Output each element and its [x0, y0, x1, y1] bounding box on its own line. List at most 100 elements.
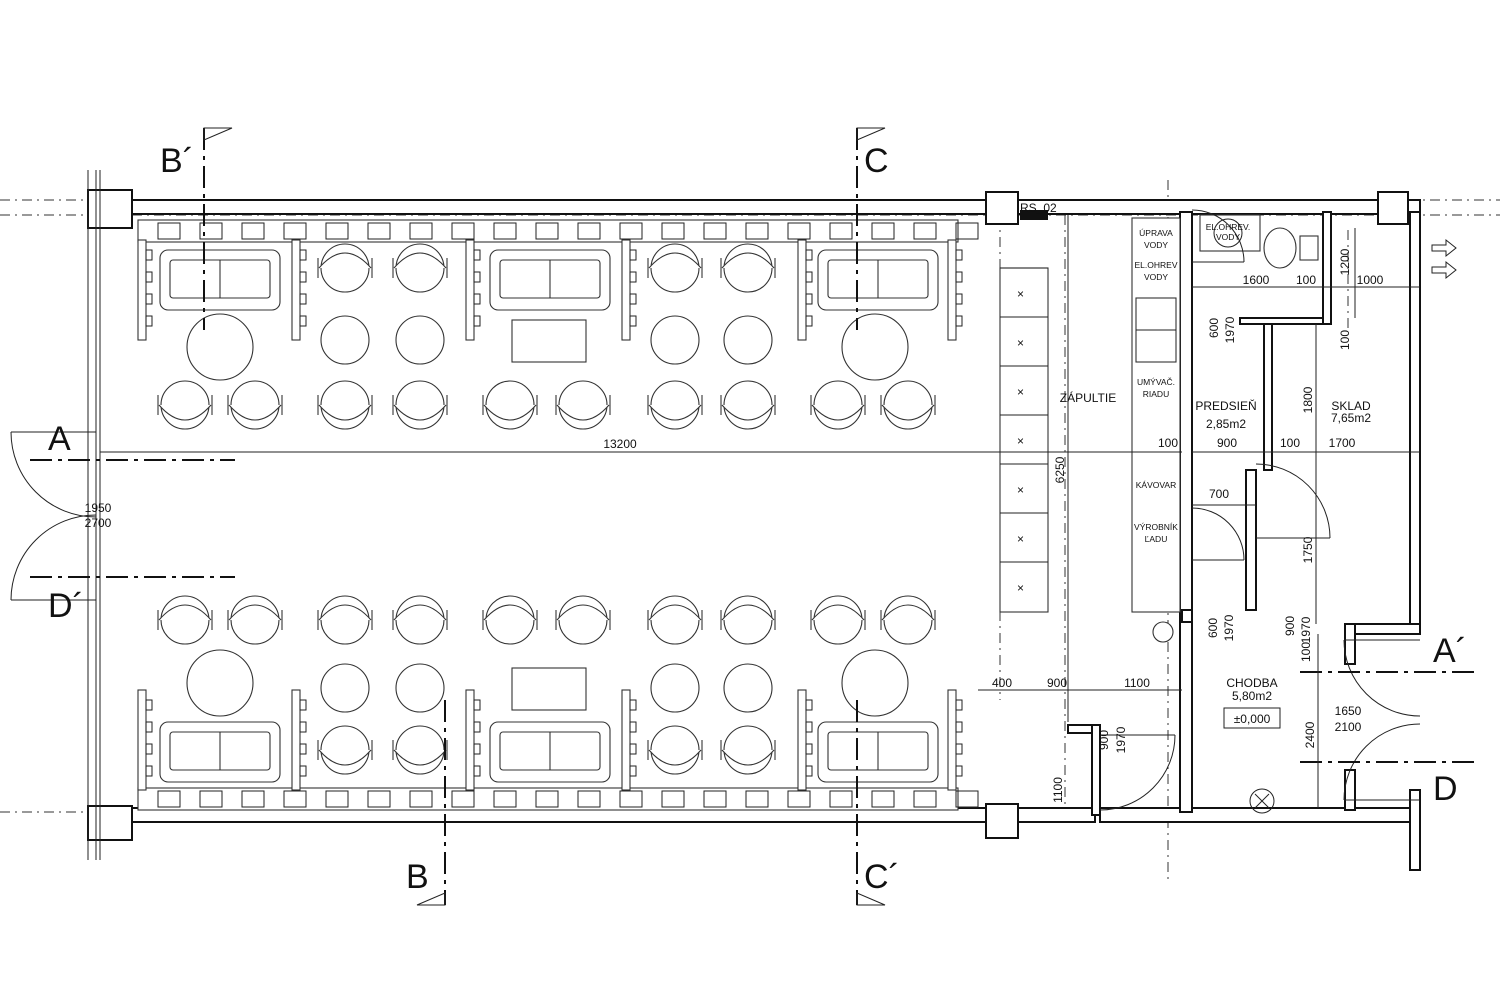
sofa-icon: [817, 249, 939, 311]
bar-stool-mark: ×: [1017, 581, 1024, 595]
armchair-icon: [810, 380, 866, 430]
armchair-icon: [720, 380, 776, 430]
section-lines: [30, 127, 1478, 906]
round-table-icon: [650, 315, 700, 365]
entrance-door: [10, 431, 97, 518]
dimension-d1100a: 1100: [1124, 676, 1150, 690]
round-table-icon: [395, 315, 445, 365]
armchair-icon: [157, 380, 213, 430]
dimension-d900b: 900: [1283, 616, 1297, 636]
armchair-icon: [720, 725, 776, 775]
furniture: [137, 219, 979, 811]
sofa-icon: [489, 249, 611, 311]
dimension-d1950: 1950: [85, 501, 112, 515]
water-heater: [1199, 214, 1261, 252]
door-swing-icon: [1191, 507, 1245, 561]
dimension-d600b: 600: [1206, 618, 1220, 638]
counter-label-uprava-vody: ÚPRAVA: [1139, 228, 1173, 238]
floor-drain-icon: [1249, 788, 1275, 814]
planter: [621, 239, 637, 341]
planter: [465, 689, 481, 791]
bar-stool-mark: ×: [1017, 532, 1024, 546]
round-table-icon: [723, 663, 773, 713]
dimension-d100d: 100: [1280, 436, 1300, 450]
section-label-c-prime: C´: [864, 858, 900, 896]
round-table-icon: [841, 649, 909, 717]
room-name-zapultie: ZÁPULTIE: [1060, 390, 1116, 405]
room-name-chodba: CHODBA: [1226, 676, 1277, 690]
section-label-d-prime: D´: [48, 587, 84, 625]
armchair-icon: [647, 595, 703, 645]
round-table-icon: [723, 315, 773, 365]
exit-arrow-icon: [1431, 260, 1457, 280]
entrance-door: [10, 514, 97, 601]
floor-level: ±0,000: [1234, 712, 1271, 726]
bar-front: [999, 267, 1049, 613]
section-arrow-icon: [856, 127, 886, 141]
toilet-icon: [1263, 227, 1297, 269]
planter: [947, 239, 963, 341]
heater-label: EL.OHREV.: [1206, 222, 1251, 232]
round-table-icon: [320, 663, 370, 713]
armchair-icon: [317, 243, 373, 293]
section-arrow-icon: [856, 892, 886, 906]
section-label-b: B: [406, 858, 429, 896]
armchair-icon: [157, 595, 213, 645]
dimension-d400: 400: [992, 676, 1012, 690]
planter: [137, 689, 153, 791]
dimension-d700: 700: [1209, 487, 1229, 501]
armchair-icon: [720, 595, 776, 645]
dimension-d1750: 1750: [1301, 536, 1315, 563]
dimension-d1970b: 1970: [1222, 614, 1236, 641]
dimension-d6250: 6250: [1053, 456, 1067, 483]
armchair-icon: [392, 243, 448, 293]
bar-stool-mark: ×: [1017, 336, 1024, 350]
armchair-icon: [227, 595, 283, 645]
armchair-icon: [317, 595, 373, 645]
armchair-icon: [720, 243, 776, 293]
counter-label-el-ohrev-vody: VODY: [1144, 272, 1168, 282]
dimension-d100a: 100: [1296, 273, 1316, 287]
planter: [947, 689, 963, 791]
armchair-icon: [647, 380, 703, 430]
room-area-chodba: 5,80m2: [1232, 689, 1272, 703]
armchair-icon: [647, 725, 703, 775]
armchair-icon: [227, 380, 283, 430]
dimension-lines: [100, 215, 1420, 808]
dimension-d1970d: 1970: [1114, 726, 1128, 753]
planter: [797, 239, 813, 341]
bar-stool-mark: ×: [1017, 483, 1024, 497]
round-table-icon: [395, 663, 445, 713]
armchair-icon: [317, 725, 373, 775]
doors: [10, 209, 1457, 814]
planter: [621, 689, 637, 791]
dimension-d100b: 100: [1338, 330, 1352, 350]
exit-door: [1343, 639, 1421, 717]
section-label-c: C: [864, 142, 889, 180]
armchair-icon: [392, 595, 448, 645]
section-arrow-icon: [203, 127, 233, 141]
room-area-sklad: 7,65m2: [1331, 411, 1371, 425]
section-arrow-icon: [416, 892, 446, 906]
dimension-d900c: 900: [1047, 676, 1067, 690]
bench: [137, 219, 979, 243]
door-swing-icon: [1255, 463, 1331, 539]
exit-arrow-icon: [1431, 238, 1457, 258]
armchair-icon: [555, 380, 611, 430]
armchair-icon: [317, 380, 373, 430]
sofa-icon: [159, 721, 281, 783]
planter: [465, 239, 481, 341]
wc-door: [1191, 209, 1245, 263]
armchair-icon: [392, 380, 448, 430]
armchair-icon: [555, 595, 611, 645]
counter-label-el-ohrev-vody: EL.OHREV: [1135, 260, 1178, 270]
rect-table-icon: [511, 319, 587, 363]
planter: [291, 239, 307, 341]
counter-label-umyvac-riadu: UMÝVAČ.: [1137, 377, 1175, 387]
round-table-icon: [320, 315, 370, 365]
dimension-d1800: 1800: [1301, 386, 1315, 413]
sink-icon: [1152, 621, 1174, 643]
armchair-icon: [482, 380, 538, 430]
